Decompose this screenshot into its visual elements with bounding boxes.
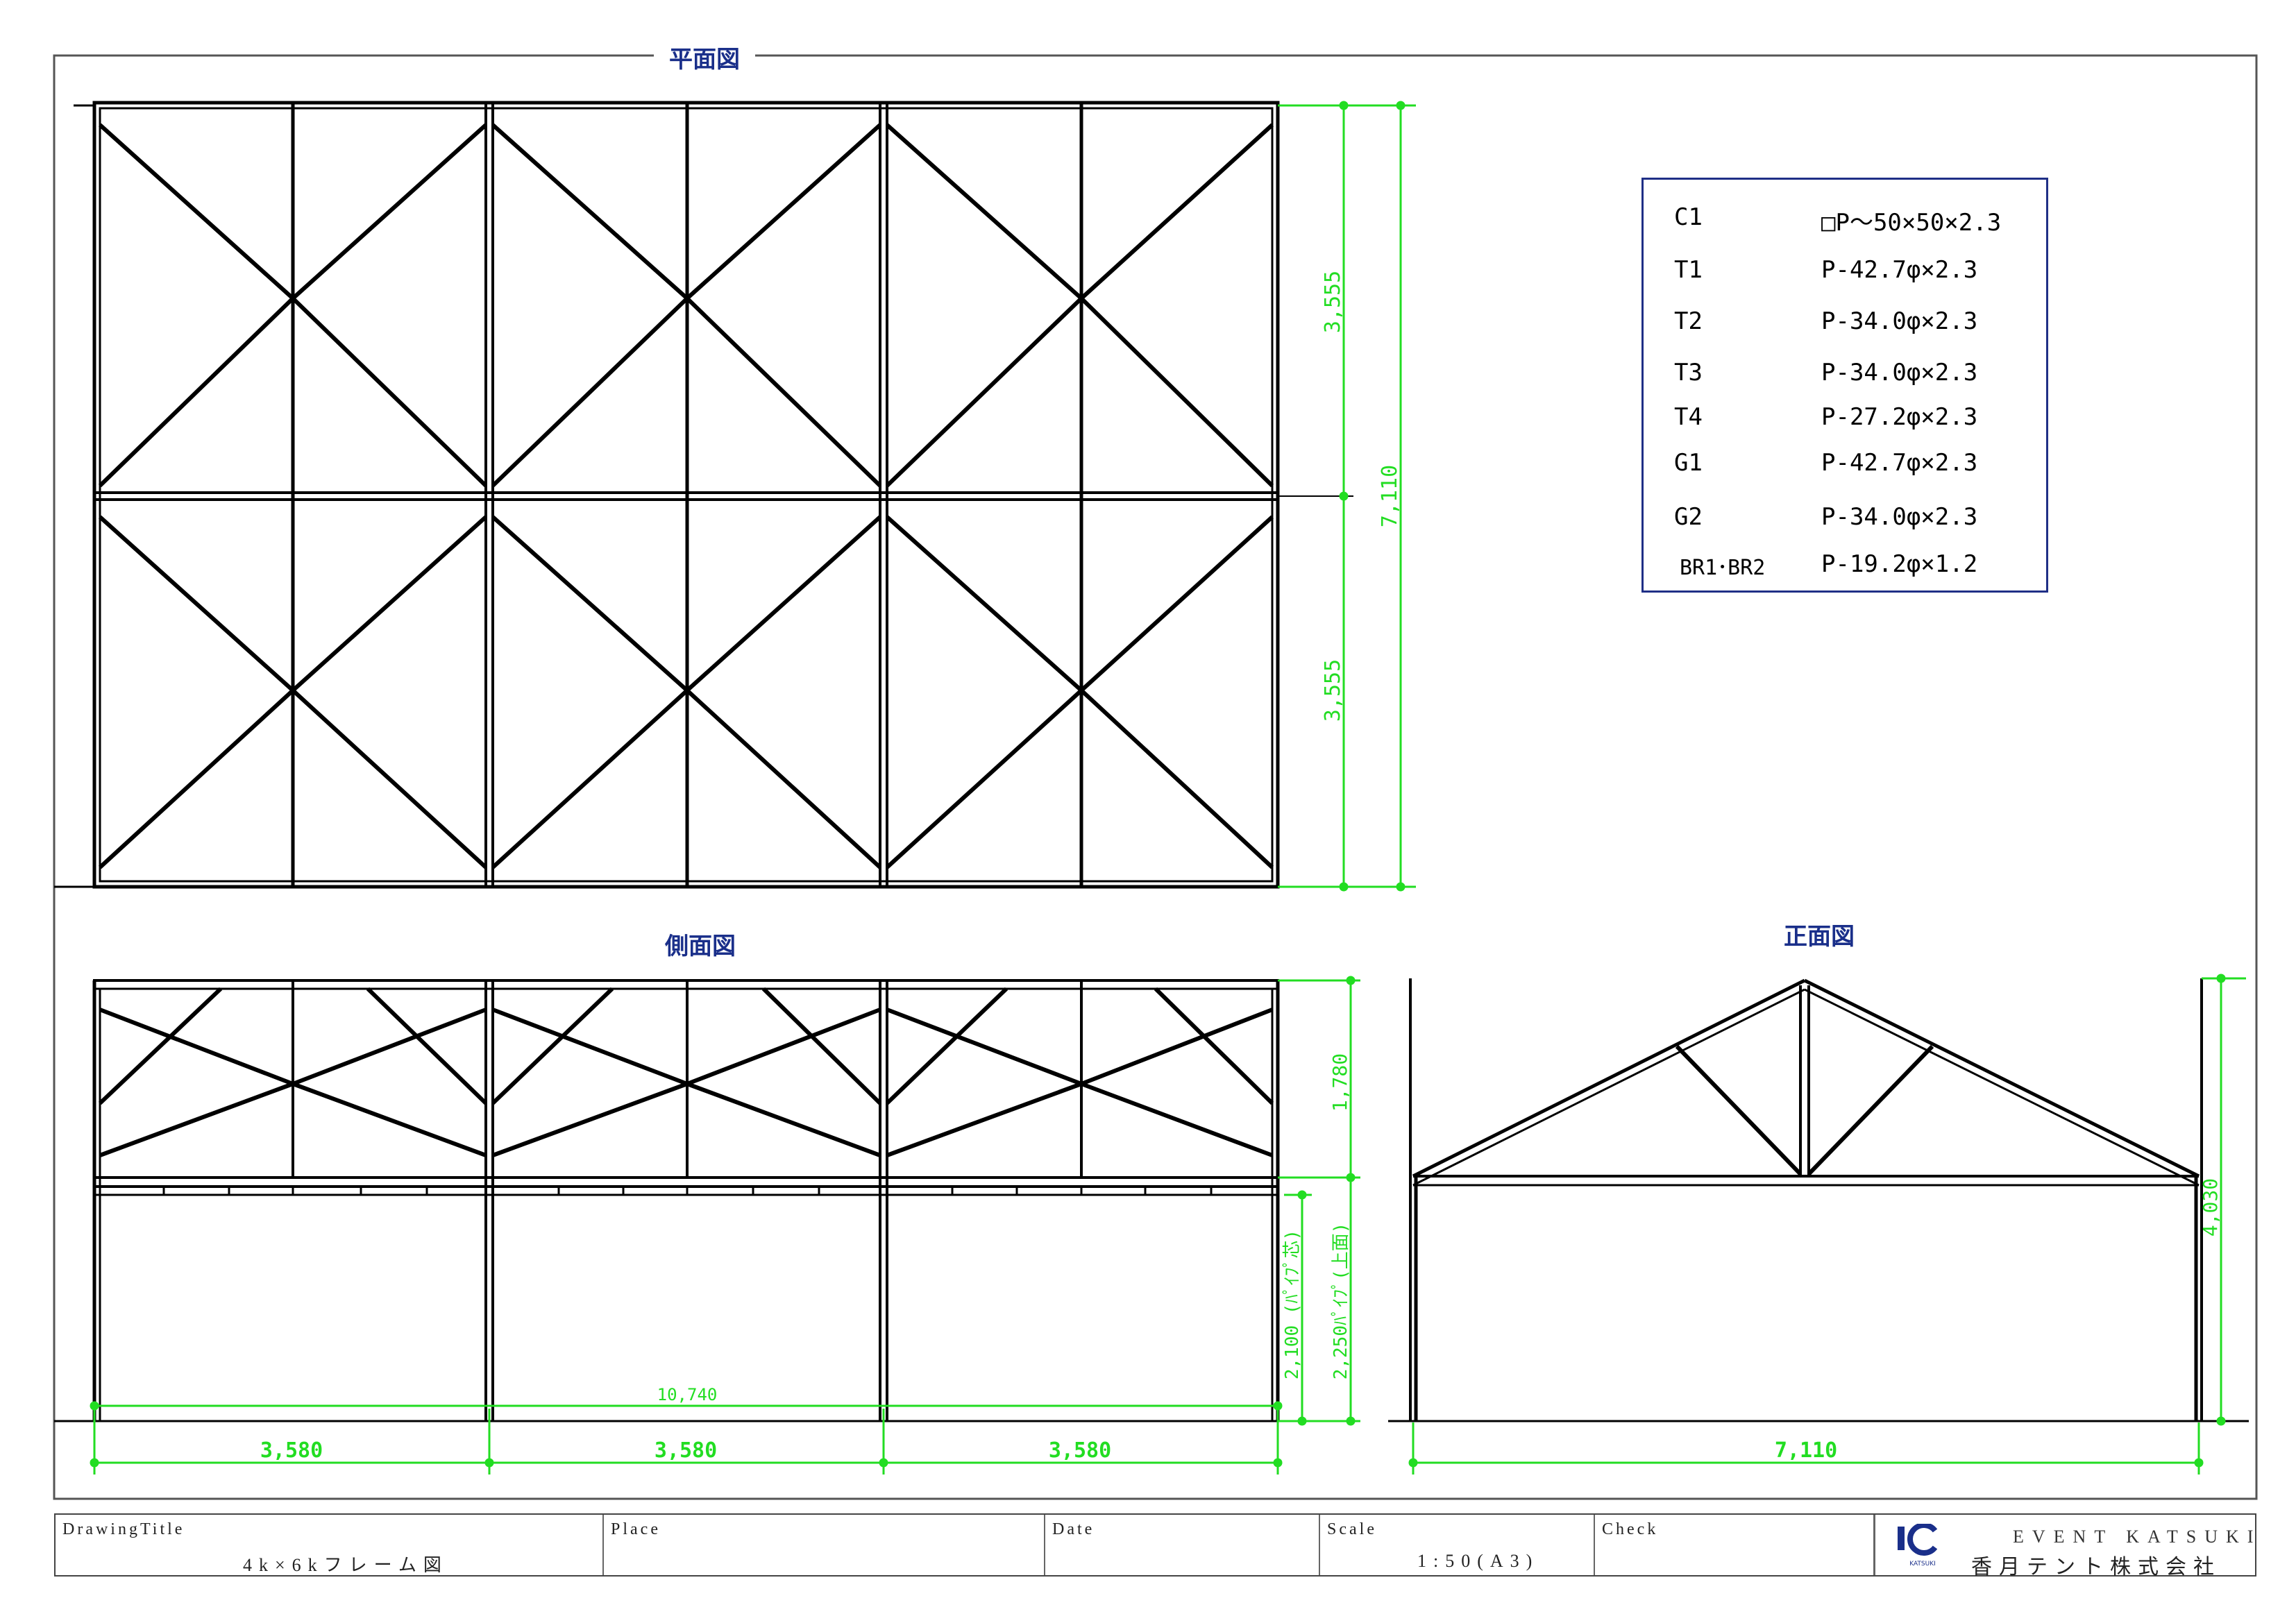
- tb-drawing-title-value: 4k×6kフレーム図: [243, 1555, 448, 1575]
- tb-drawing-title: DrawingTitle 4k×6kフレーム図: [56, 1515, 604, 1575]
- spec-code: T3: [1674, 359, 1703, 386]
- dim-plan-half-1: 3,555: [1321, 271, 1345, 333]
- spec-value: P-42.7φ×2.3: [1821, 256, 1978, 284]
- spec-row: G1 P-42.7φ×2.3: [1644, 449, 2046, 477]
- dim-side-pipe-base: 2,100 (ﾊﾟｲﾌﾟ芯): [1282, 1230, 1303, 1379]
- spec-row: C1 □P～50×50×2.3: [1644, 203, 2046, 237]
- spec-row: BR1･BR2 P-19.2φ×1.2: [1644, 550, 2046, 580]
- spec-code: T4: [1674, 403, 1703, 431]
- spec-value: P-27.2φ×2.3: [1821, 403, 1978, 431]
- tb-place: Place: [604, 1515, 1045, 1575]
- spec-code: G2: [1674, 503, 1703, 531]
- company-name-jp: 香月テント株式会社: [1971, 1555, 2221, 1579]
- dim-side-pipe-top: 2,250ﾊﾟｲﾌﾟ(上面): [1331, 1223, 1351, 1380]
- tb-drawing-title-label: DrawingTitle: [62, 1520, 185, 1538]
- logo-small-text: KATSUKI: [1909, 1561, 1936, 1567]
- dim-side-roof: 1,780: [1328, 1053, 1351, 1112]
- side-view: [54, 979, 1305, 1422]
- plan-view-title: 平面図: [654, 40, 755, 74]
- dim-bay-2: 3,580: [655, 1438, 717, 1463]
- tb-scale-label: Scale: [1327, 1520, 1377, 1538]
- title-block: DrawingTitle 4k×6kフレーム図 Place Date Scale…: [54, 1513, 2256, 1577]
- plan-view: [54, 101, 1416, 889]
- tb-check-label: Check: [1602, 1520, 1659, 1538]
- side-view-title: 側面図: [650, 927, 751, 961]
- spec-value: P-19.2φ×1.2: [1821, 550, 1978, 578]
- dim-front-width: 7,110: [1775, 1438, 1837, 1463]
- side-dimensions: [90, 976, 1360, 1475]
- spec-row: G2 P-34.0φ×2.3: [1644, 503, 2046, 531]
- front-dimensions: [1408, 974, 2246, 1475]
- spec-code: G1: [1674, 449, 1703, 477]
- dim-front-height: 4,030: [2199, 1178, 2222, 1237]
- dim-plan-total: 7,110: [1378, 465, 1402, 527]
- dim-bay-3: 3,580: [1049, 1438, 1111, 1463]
- dim-plan-half-2: 3,555: [1321, 659, 1345, 722]
- spec-row: T2 P-34.0φ×2.3: [1644, 307, 2046, 335]
- spec-row: T1 P-42.7φ×2.3: [1644, 256, 2046, 284]
- spec-row: T4 P-27.2φ×2.3: [1644, 403, 2046, 431]
- spec-value: P-34.0φ×2.3: [1821, 307, 1978, 335]
- spec-row: T3 P-34.0φ×2.3: [1644, 359, 2046, 386]
- spec-code: T2: [1674, 307, 1703, 335]
- tb-date-label: Date: [1052, 1520, 1095, 1538]
- plan-dimensions: [1278, 101, 1416, 892]
- sheet-border: [53, 54, 2258, 1500]
- spec-code: T1: [1674, 256, 1703, 284]
- spec-value: □P～50×50×2.3: [1821, 209, 2002, 237]
- spec-value: P-42.7φ×2.3: [1821, 449, 1978, 477]
- tb-date: Date: [1045, 1515, 1320, 1575]
- dim-side-length: 10,740: [657, 1385, 718, 1404]
- tb-check: Check: [1595, 1515, 1875, 1575]
- dim-bay-1: 3,580: [260, 1438, 323, 1463]
- spec-value: P-34.0φ×2.3: [1821, 503, 1978, 531]
- member-spec-table: C1 □P～50×50×2.3 T1 P-42.7φ×2.3 T2 P-34.0…: [1641, 178, 2048, 593]
- company-name-en: EVENT KATSUKI: [2013, 1527, 2262, 1547]
- tb-scale-value: 1:50(A3): [1417, 1551, 1539, 1571]
- katsuki-logo-icon: KATSUKI: [1898, 1524, 1938, 1567]
- front-view-title: 正面図: [1769, 917, 1870, 951]
- spec-code: C1: [1674, 203, 1703, 231]
- tb-scale: Scale 1:50(A3): [1320, 1515, 1595, 1575]
- front-view: [1388, 978, 2249, 1422]
- spec-value: P-34.0φ×2.3: [1821, 359, 1978, 386]
- tb-place-label: Place: [611, 1520, 661, 1538]
- spec-code: BR1･BR2: [1680, 556, 1766, 580]
